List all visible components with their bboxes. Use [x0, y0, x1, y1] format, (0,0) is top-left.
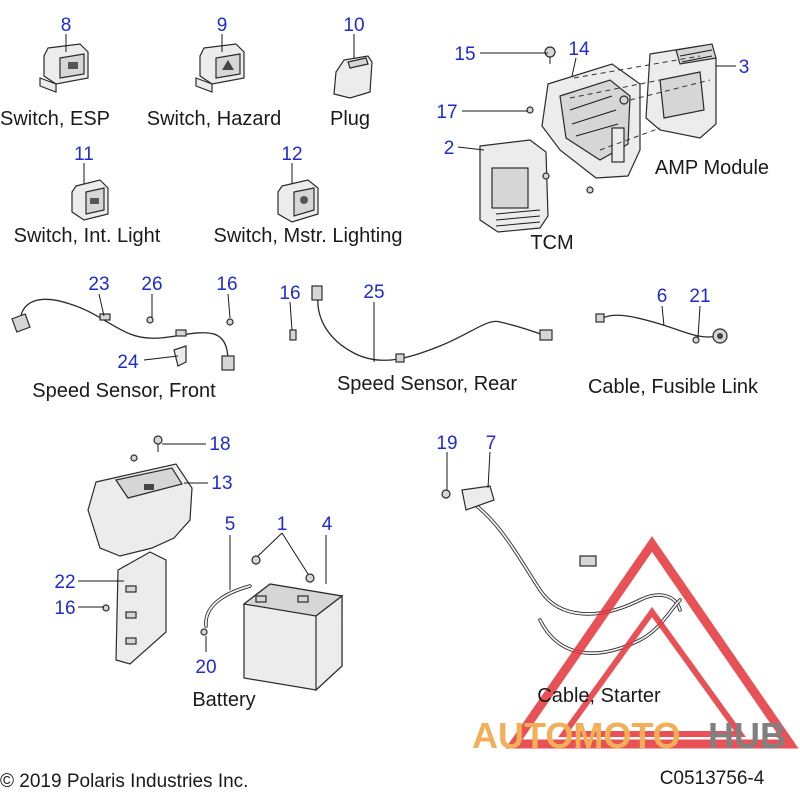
callout-22: 22	[54, 572, 75, 593]
callout-3: 3	[739, 57, 750, 78]
caption-amp-module: AMP Module	[655, 157, 769, 179]
watermark: AUTOMOTO HUB	[472, 536, 799, 756]
cable-fusible-link-part	[595, 313, 728, 344]
amp-fasteners	[526, 46, 629, 194]
switch-esp-part	[39, 43, 89, 93]
caption-tcm: TCM	[530, 232, 573, 254]
callout-13: 13	[211, 473, 232, 494]
caption-switch-int-light: Switch, Int. Light	[14, 225, 161, 247]
callout-25: 25	[363, 282, 384, 303]
callout-9: 9	[217, 15, 228, 36]
leader-lines	[65, 34, 736, 652]
callout-16-rear: 16	[279, 283, 300, 304]
cable-starter-part	[441, 485, 682, 655]
battery-bracket-part	[115, 551, 167, 665]
battery-part	[242, 583, 344, 692]
watermark-triangle-inner	[558, 606, 746, 737]
watermark-text-hub: HUB	[708, 715, 786, 756]
callout-19: 19	[436, 433, 457, 454]
callout-5: 5	[225, 514, 236, 535]
callout-2: 2	[444, 138, 455, 159]
callout-12: 12	[281, 144, 302, 165]
amp-mount-dash-lines	[569, 55, 711, 151]
callout-23: 23	[88, 274, 109, 295]
caption-cable-starter: Cable, Starter	[537, 685, 661, 707]
switch-hazard-part	[195, 43, 245, 93]
callout-17: 17	[436, 102, 457, 123]
callout-14: 14	[568, 39, 590, 60]
callout-16-battery: 16	[54, 598, 75, 619]
caption-switch-esp: Switch, ESP	[0, 108, 110, 130]
watermark-text-automoto: AUTOMOTO	[472, 715, 681, 756]
callout-11: 11	[74, 144, 94, 165]
callout-10: 10	[343, 15, 364, 36]
caption-switch-hazard: Switch, Hazard	[147, 108, 282, 130]
tcm-part	[479, 139, 549, 233]
footer-copyright: © 2019 Polaris Industries Inc.	[0, 771, 248, 792]
battery-cable-part	[200, 584, 252, 636]
callout-18: 18	[209, 434, 230, 455]
callout-16-front: 16	[216, 274, 237, 295]
callout-7: 7	[486, 433, 497, 454]
plug-part	[333, 55, 373, 99]
speed-sensor-rear-part	[289, 285, 553, 363]
callout-1: 1	[277, 514, 288, 535]
battery-cover-part	[87, 463, 193, 557]
footer-diagram-id: C0513756-4	[660, 768, 765, 789]
speed-sensor-front-part	[11, 298, 235, 371]
amp-bracket-part	[541, 63, 641, 179]
watermark-triangle-outer	[505, 536, 799, 749]
callout-15: 15	[454, 44, 475, 65]
battery-fasteners	[102, 435, 315, 612]
callout-6: 6	[657, 286, 668, 307]
caption-plug: Plug	[330, 108, 370, 130]
switch-int-light-part	[71, 179, 109, 221]
callout-21: 21	[689, 286, 710, 307]
caption-cable-fusible-link: Cable, Fusible Link	[588, 376, 759, 398]
caption-speed-sensor-rear: Speed Sensor, Rear	[337, 373, 517, 395]
caption-battery: Battery	[192, 689, 255, 711]
amp-module-part	[645, 43, 717, 139]
callout-26: 26	[141, 274, 162, 295]
callout-4: 4	[322, 514, 333, 535]
callout-20: 20	[195, 657, 216, 678]
callout-8: 8	[61, 15, 72, 36]
callout-24: 24	[117, 352, 139, 373]
switch-mstr-lighting-part	[277, 179, 319, 223]
caption-switch-mstr-lighting: Switch, Mstr. Lighting	[214, 225, 403, 247]
caption-speed-sensor-front: Speed Sensor, Front	[32, 380, 216, 402]
